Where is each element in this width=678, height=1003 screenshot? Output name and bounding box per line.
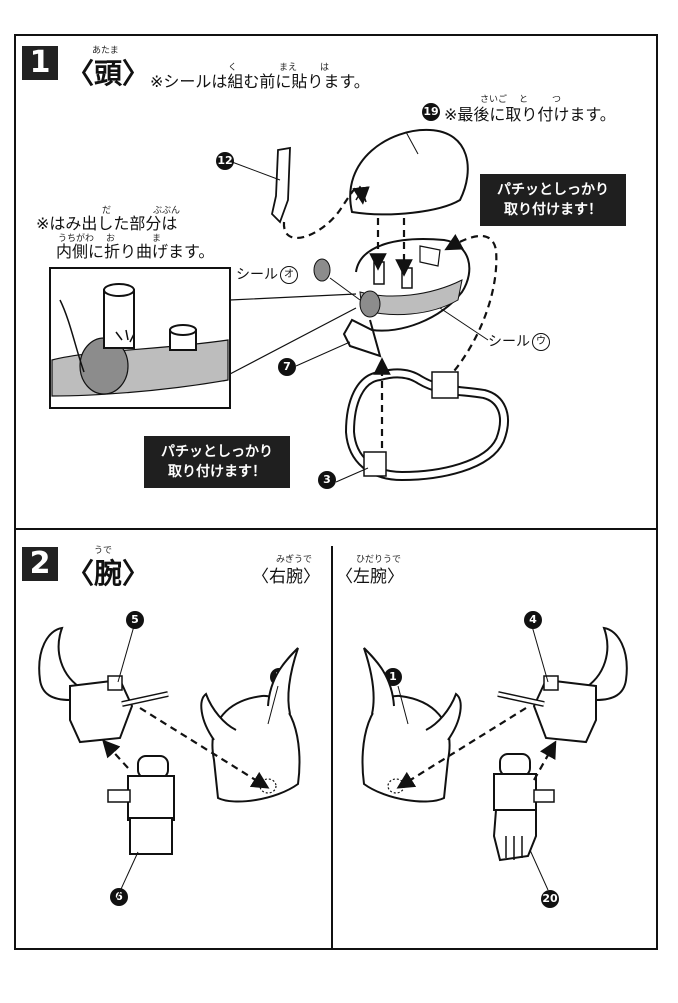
last-note-ruby-saigo: さいご xyxy=(480,95,508,105)
part-4-badge: 4 xyxy=(524,611,542,629)
part-6-badge: 6 xyxy=(110,888,128,906)
seal-o-letter: オ xyxy=(280,266,298,284)
right-arm-label: 〈右腕〉 xyxy=(252,567,320,587)
leader-2 xyxy=(267,685,279,725)
page-frame xyxy=(14,34,658,950)
head-title-ruby: あたま xyxy=(92,46,119,56)
left-arm-joint-part-1 xyxy=(361,647,462,803)
seal-o-text: シール xyxy=(236,267,278,283)
step-1-title: 〈頭〉 xyxy=(66,57,151,90)
seal-u-letter: ウ xyxy=(532,333,550,351)
arrow-left-forearm xyxy=(533,740,557,781)
left-arm-label: 〈左腕〉 xyxy=(336,567,404,587)
fold-ruby-bubun: ぶぶん xyxy=(153,206,181,216)
helmet-dome-part-19 xyxy=(349,128,469,216)
section-divider xyxy=(14,528,658,530)
note-ruby-kumu: く xyxy=(228,63,238,73)
callout-top-line2: 取り付けます！ xyxy=(504,202,602,218)
callout-bottom-line2: 取り付けます！ xyxy=(168,464,266,480)
leader-4 xyxy=(531,625,549,683)
seal-u-label: シールウ xyxy=(488,331,550,351)
part-20-badge: 20 xyxy=(541,890,559,908)
leader-6 xyxy=(115,851,139,901)
fold-ruby-ma: ま xyxy=(152,234,162,244)
leader-7 xyxy=(295,341,351,367)
callout-bottom-line1: パチッとしっかり xyxy=(161,444,273,460)
part-7-badge: 7 xyxy=(278,358,296,376)
fold-ruby-da: だ xyxy=(102,206,112,216)
leader-seal-u xyxy=(439,307,489,341)
leader-12 xyxy=(231,161,281,181)
fold-ruby-o: お xyxy=(106,234,116,244)
sticker-note: ※シールは組む前に貼ります。 xyxy=(150,72,370,91)
right-arm-ruby: みぎうで xyxy=(276,555,313,565)
fold-note-line2: 内側に折り曲げます。 xyxy=(56,242,215,261)
left-shoulder-part-4 xyxy=(497,626,628,744)
leader-20 xyxy=(529,849,549,891)
seal-o-sticker xyxy=(313,258,331,282)
head-base-part-7 xyxy=(342,238,471,358)
fold-ruby-uchigawa: うちがわ xyxy=(58,234,95,244)
part-12-badge: 12 xyxy=(216,152,234,170)
arrow-12 xyxy=(282,185,370,239)
part-19-badge: 19 xyxy=(422,103,440,121)
column-divider xyxy=(331,546,333,948)
step-1-number: 1 xyxy=(22,46,58,80)
right-shoulder-part-5 xyxy=(38,626,169,744)
leader-19 xyxy=(405,131,419,155)
note-ruby-haru: は xyxy=(320,63,330,73)
antenna-part-12 xyxy=(271,146,291,224)
arrow-right-upper-arm xyxy=(102,739,129,769)
step-2-title: 〈腕〉 xyxy=(66,557,151,590)
part-5-badge: 5 xyxy=(126,611,144,629)
right-upper-arm-part-6 xyxy=(107,755,175,855)
fold-note-line1: ※はみ出した部分は xyxy=(36,214,178,233)
part-3-badge: 3 xyxy=(318,471,336,489)
seal-o-label: シールオ xyxy=(236,264,298,284)
leader-seal-o xyxy=(329,277,361,301)
right-arm-joint-part-2 xyxy=(200,647,301,803)
note-ruby-mae: まえ xyxy=(279,63,298,73)
left-forearm-hand-part-20 xyxy=(492,753,555,862)
leader-3 xyxy=(335,467,369,483)
seal-fold-detail-inset xyxy=(49,267,231,409)
last-note-ruby-tsu: つ xyxy=(552,95,562,105)
callout-top-line1: パチッとしっかり xyxy=(497,182,609,198)
arrow-top-callout xyxy=(437,234,498,389)
leader-1 xyxy=(397,685,409,725)
inset-leader-lines xyxy=(229,293,357,375)
arm-title-ruby: うで xyxy=(94,546,113,556)
last-note-ruby-to: と xyxy=(519,95,529,105)
collar-ring-part-3 xyxy=(345,368,509,481)
leader-5 xyxy=(117,625,135,683)
last-attach-note: ※最後に取り付けます。 xyxy=(444,105,616,124)
left-arm-ruby: ひだりうで xyxy=(356,555,402,565)
callout-snap-bottom: パチッとしっかり 取り付けます！ xyxy=(144,436,290,488)
seal-u-text: シール xyxy=(488,334,530,350)
step-2-number: 2 xyxy=(22,547,58,581)
callout-snap-top: パチッとしっかり 取り付けます！ xyxy=(480,174,626,226)
